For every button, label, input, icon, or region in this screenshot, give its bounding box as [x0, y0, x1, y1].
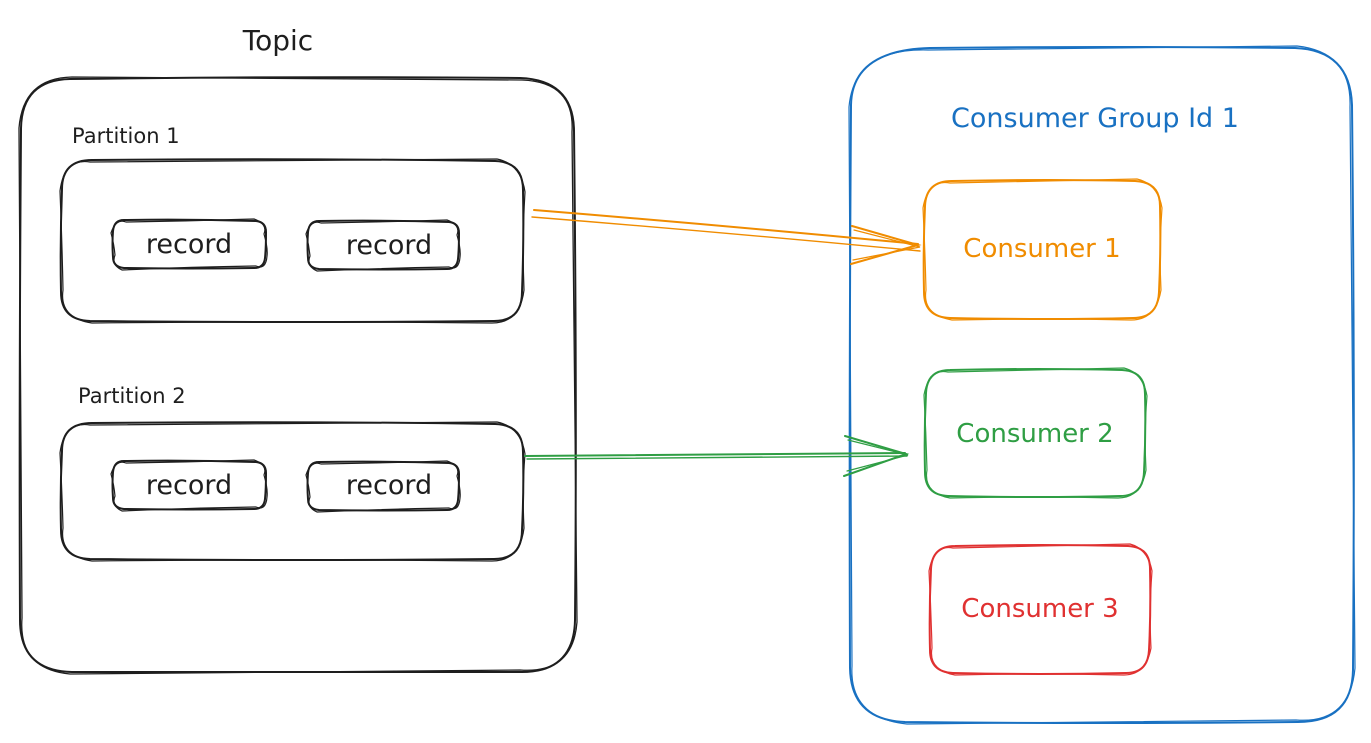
consumer-3-box: Consumer 3: [928, 543, 1153, 676]
arrow-partition-1-to-consumer-1: [531, 209, 922, 265]
consumer-group-title: Consumer Group Id 1: [951, 103, 1239, 134]
record-2-1-label: record: [146, 470, 232, 501]
record-1-1: record: [110, 218, 268, 271]
partition-1-label: Partition 1: [72, 124, 180, 148]
topic-box: [18, 76, 578, 675]
consumer-group-box: [848, 45, 1356, 725]
record-1-2-label: record: [346, 230, 432, 261]
consumer-1-box: Consumer 1: [922, 178, 1163, 321]
consumer-2-label: Consumer 2: [956, 419, 1113, 449]
consumer-1-label: Consumer 1: [963, 234, 1120, 264]
record-2-2: record: [305, 460, 461, 513]
partition-2-label: Partition 2: [78, 384, 186, 408]
consumer-2-box: Consumer 2: [923, 367, 1148, 499]
partition-2-box: [59, 421, 526, 562]
record-1-2: record: [305, 219, 461, 272]
topic-title: Topic: [242, 24, 313, 57]
record-2-1: record: [110, 459, 268, 512]
consumer-3-label: Consumer 3: [961, 594, 1118, 624]
arrow-partition-2-to-consumer-2: [524, 435, 910, 477]
partition-1-box: [59, 158, 526, 324]
record-1-1-label: record: [146, 229, 232, 260]
record-2-2-label: record: [346, 470, 432, 501]
